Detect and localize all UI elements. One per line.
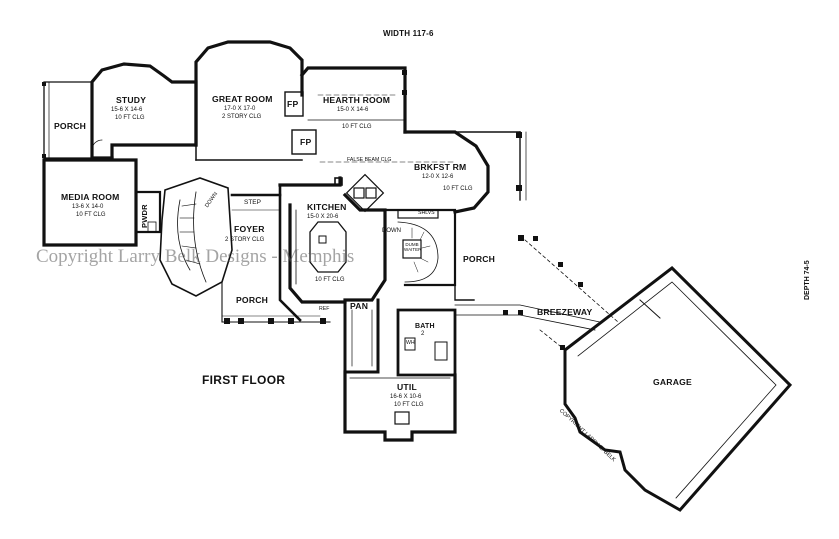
brkfst-room-name: BRKFST RM — [414, 162, 467, 172]
media-room-clg: 10 FT CLG — [76, 212, 106, 218]
kitchen-walls — [278, 176, 387, 304]
pantry-walls — [343, 298, 380, 374]
porch-left-label: PORCH — [54, 121, 87, 131]
hearth-room-name: HEARTH ROOM — [323, 95, 391, 105]
step-label: STEP — [244, 199, 261, 206]
study-door-swing — [91, 139, 103, 151]
kitchen-clg: 10 FT CLG — [315, 277, 345, 283]
media-room-dims: 13-6 X 14-0 — [72, 204, 104, 210]
ref-label: REF — [319, 306, 330, 312]
util-clg: 10 FT CLG — [394, 402, 424, 408]
garage-name: GARAGE — [653, 377, 692, 387]
porch-columns — [42, 70, 583, 350]
porch-right-label: PORCH — [463, 254, 496, 264]
study-dims: 15-6 X 14-6 — [111, 107, 143, 113]
great-room-walls — [194, 40, 304, 161]
copyright-watermark: Copyright Larry Belk Designs - Memphis — [36, 246, 355, 267]
false-beam-label: FALSE BEAM CLG — [347, 157, 392, 163]
kitchen-dims: 15-0 X 20-6 — [307, 214, 339, 220]
foyer-walls — [230, 183, 302, 322]
pan-label: PAN — [350, 301, 369, 311]
hearth-room-walls — [299, 66, 407, 134]
kitchen-island — [309, 221, 347, 273]
floor-title: FIRST FLOOR — [202, 373, 286, 387]
depth-label: DEPTH 74-5 — [804, 260, 811, 300]
brkfst-room-clg: 10 FT CLG — [443, 186, 473, 192]
great-room-dims: 17-0 X 17-0 — [224, 106, 256, 112]
right-porch-outline — [454, 211, 475, 301]
shelves-label: SHLVS — [418, 210, 435, 216]
hearth-room-dims: 15-0 X 14-6 — [337, 107, 369, 113]
media-room-walls — [42, 158, 138, 247]
porch-front-label: PORCH — [236, 295, 269, 305]
media-room-name: MEDIA ROOM — [61, 192, 120, 202]
util-name: UTIL — [397, 382, 417, 392]
bath-name: BATH — [415, 323, 435, 330]
foyer-clg: 2 STORY CLG — [225, 237, 265, 243]
garage-walls — [563, 266, 793, 512]
foyer-name: FOYER — [234, 224, 265, 234]
dumbwaiter-label: DUMB WAITER — [404, 242, 422, 252]
hearth-room-clg: 10 FT CLG — [342, 124, 372, 130]
fireplace-blocks — [284, 91, 317, 155]
pwdr-walls — [134, 190, 162, 234]
breezeway-label: BREEZEWAY — [537, 307, 593, 317]
study-clg: 10 FT CLG — [115, 115, 145, 121]
wh-label: WH — [406, 340, 415, 346]
great-room-clg: 2 STORY CLG — [222, 114, 262, 120]
foyer-stair — [159, 177, 233, 297]
util-dims: 16-6 X 10-6 — [390, 394, 422, 400]
study-walls — [90, 62, 198, 160]
pwdr-label: PWDR — [140, 204, 149, 228]
garage-door-line — [639, 299, 661, 319]
left-porch-outline — [43, 81, 93, 159]
width-label: WIDTH 117-6 — [383, 29, 434, 38]
fp2-label: FP — [300, 137, 312, 147]
fp1-label: FP — [287, 99, 299, 109]
down-label-stair: DOWN — [382, 228, 401, 234]
utility-walls — [343, 370, 457, 442]
kitchen-name: KITCHEN — [307, 202, 347, 212]
kitchen-cabinets — [334, 173, 385, 213]
study-name: STUDY — [116, 95, 147, 105]
great-room-name: GREAT ROOM — [212, 94, 273, 104]
brkfst-room-dims: 12-0 X 12-6 — [422, 174, 454, 180]
bath-number: 2 — [421, 331, 425, 337]
shelves — [397, 209, 439, 219]
